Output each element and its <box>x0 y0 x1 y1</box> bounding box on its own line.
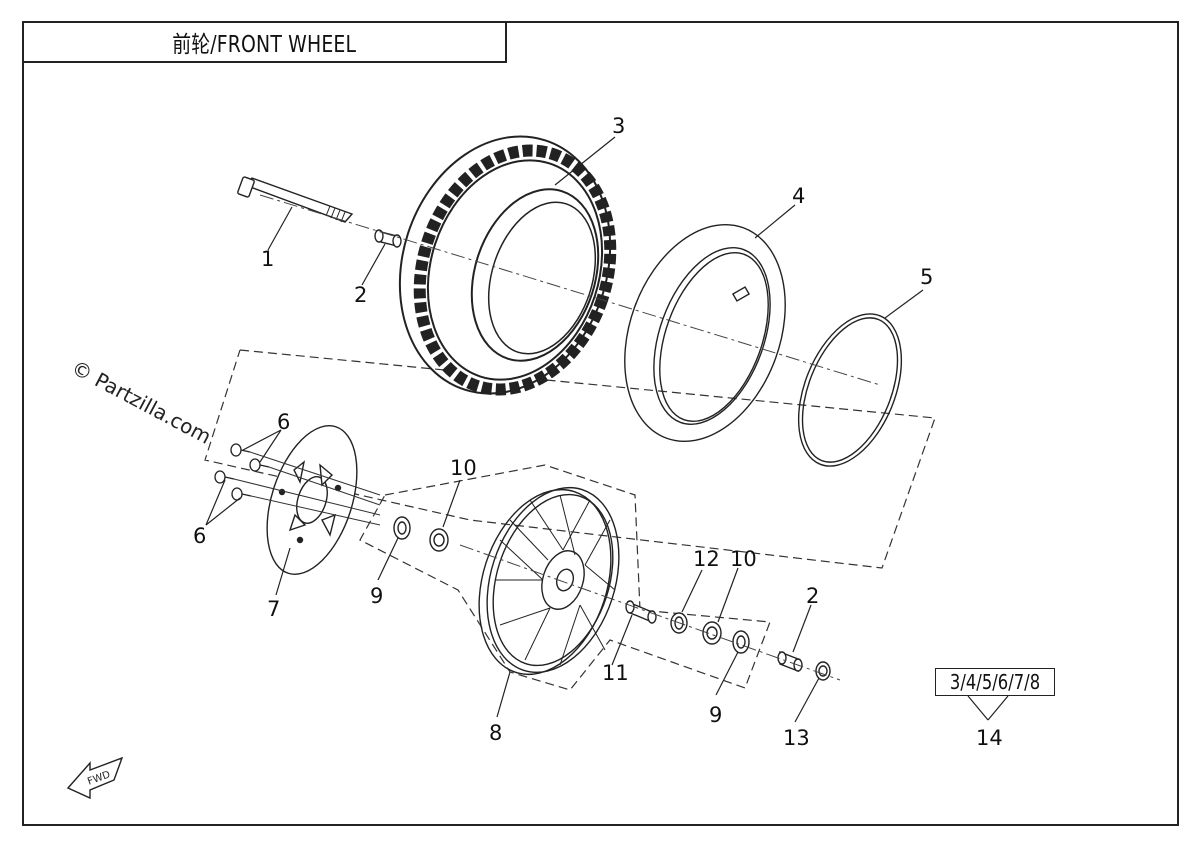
callout-11: 11 <box>602 661 629 685</box>
page-title: 前轮/FRONT WHEEL <box>172 32 357 58</box>
callout-8: 8 <box>489 721 502 745</box>
rim-band-part <box>797 313 903 467</box>
axle-nut-part <box>815 661 831 681</box>
bolt-guide-lines <box>233 451 381 526</box>
callout-9-left: 9 <box>370 584 383 608</box>
callout-14: 14 <box>976 726 1003 750</box>
diagram-frame <box>22 21 1179 826</box>
axis-centerlines <box>259 194 881 681</box>
callout-13: 13 <box>783 726 810 750</box>
callout-9-right: 9 <box>709 703 722 727</box>
callout-10-right: 10 <box>730 547 757 571</box>
callout-3: 3 <box>612 114 625 138</box>
front-direction-arrow-icon: FWD <box>66 756 124 800</box>
axle-part <box>237 176 354 223</box>
callout-2-upper: 2 <box>354 283 367 307</box>
callout-12: 12 <box>693 547 720 571</box>
callout-1: 1 <box>261 247 274 271</box>
bearing-part-left <box>429 528 449 552</box>
brake-disc-part <box>266 425 358 575</box>
bearing-part-right <box>702 621 722 645</box>
oil-seal-part-left <box>393 516 411 540</box>
wheel-rim-part <box>478 486 620 676</box>
tire-part <box>398 135 617 396</box>
kit-parts-text: 3/4/5/6/7/8 <box>949 670 1041 694</box>
disc-bolts-part <box>214 443 270 501</box>
callout-6-upper: 6 <box>277 410 290 434</box>
kit-parts-label: 3/4/5/6/7/8 <box>935 668 1056 696</box>
leader-lines <box>205 136 1009 723</box>
callout-numbers: 1 2 3 4 5 6 6 7 8 9 9 10 10 11 12 2 13 1… <box>193 114 1003 750</box>
callout-6-lower: 6 <box>193 524 206 548</box>
inner-tube-part <box>624 223 786 443</box>
callout-4: 4 <box>792 184 805 208</box>
callout-10-left: 10 <box>450 456 477 480</box>
assembly-dashed-outlines <box>204 349 936 691</box>
oil-seal-part-right <box>732 630 750 654</box>
callout-7: 7 <box>267 597 280 621</box>
title-box: 前轮/FRONT WHEEL <box>22 21 507 63</box>
callout-2-lower: 2 <box>806 584 819 608</box>
spacer-part-lower <box>777 650 803 673</box>
watermark-text: © Partzilla.com <box>68 355 216 449</box>
callout-5: 5 <box>920 265 933 289</box>
spacer-part-upper <box>374 229 402 248</box>
